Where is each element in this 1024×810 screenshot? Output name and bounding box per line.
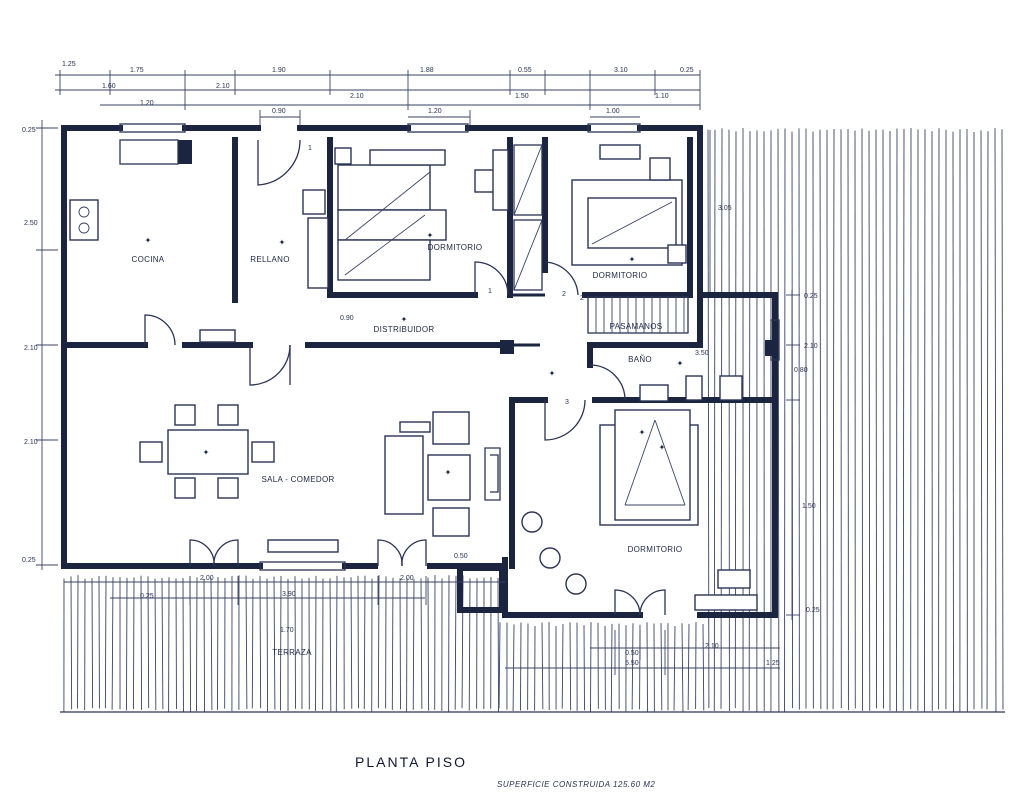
dim-top-14: 0.90 bbox=[272, 108, 286, 115]
dim-bottom-8: 0.50 bbox=[454, 553, 468, 560]
label-terraza: TERRAZA bbox=[272, 648, 312, 657]
label-dormitorio-3: DORMITORIO bbox=[628, 545, 683, 554]
door-num-5: 2 bbox=[580, 295, 584, 302]
dim-bottom-1: 2.00 bbox=[200, 575, 214, 582]
dim-top-15: 1.20 bbox=[428, 108, 442, 115]
label-dormitorio-1: DORMITORIO bbox=[428, 243, 483, 252]
label-pasamanos: PASAMANOS bbox=[610, 322, 663, 331]
dim-top-3: 1.90 bbox=[272, 67, 286, 74]
dim-top-7: 0.25 bbox=[680, 67, 694, 74]
dim-top-10: 2.10 bbox=[350, 93, 364, 100]
dim-bottom-3: 3.90 bbox=[282, 591, 296, 598]
dim-right-2: 0.25 bbox=[804, 293, 818, 300]
label-cocina: COCINA bbox=[132, 255, 165, 264]
dim-top-1: 1.25 bbox=[62, 61, 76, 68]
right-dimension-lines: 3.05 0.25 2.10 0.80 1.50 0.25 bbox=[710, 130, 820, 620]
dim-left-4: 2.10 bbox=[24, 439, 38, 446]
dim-top-11: 1.50 bbox=[515, 93, 529, 100]
svg-text:✦: ✦ bbox=[629, 255, 636, 264]
furniture bbox=[70, 145, 757, 610]
plan-subtitle: SUPERFICIE CONSTRUIDA 125.60 M2 bbox=[497, 780, 655, 789]
dim-top-16: 1.00 bbox=[606, 108, 620, 115]
svg-text:✦: ✦ bbox=[549, 369, 556, 378]
door-num-3: 3 bbox=[565, 399, 569, 406]
label-sala-comedor: SALA - COMEDOR bbox=[261, 475, 334, 484]
svg-text:✦: ✦ bbox=[677, 359, 684, 368]
door-num-1: 1 bbox=[488, 288, 492, 295]
svg-text:✦: ✦ bbox=[145, 236, 152, 245]
dim-right-3: 2.10 bbox=[804, 343, 818, 350]
dim-top-6: 3.10 bbox=[614, 67, 628, 74]
dim-top-8: 1.60 bbox=[102, 83, 116, 90]
dim-top-4: 1.88 bbox=[420, 67, 434, 74]
label-rellano: RELLANO bbox=[250, 255, 289, 264]
dim-misc-3: 3.50 bbox=[695, 350, 709, 357]
dim-bottom-2: 2.00 bbox=[400, 575, 414, 582]
dim-left-2: 2.50 bbox=[24, 220, 38, 227]
label-bano: BAÑO bbox=[628, 355, 652, 364]
dim-top-12: 1.10 bbox=[655, 93, 669, 100]
svg-text:✦: ✦ bbox=[659, 443, 666, 452]
svg-text:✦: ✦ bbox=[445, 468, 452, 477]
dim-bottom-4: 1.70 bbox=[280, 627, 294, 634]
label-dormitorio-2: DORMITORIO bbox=[593, 271, 648, 280]
dim-top-5: 0.55 bbox=[518, 67, 532, 74]
dim-top-13: 1.20 bbox=[140, 100, 154, 107]
svg-text:✦: ✦ bbox=[203, 448, 210, 457]
dim-bottom-7: 1.25 bbox=[766, 660, 780, 667]
dim-right-6: 0.25 bbox=[806, 607, 820, 614]
left-dimension-lines: 0.25 2.50 2.10 2.10 0.25 bbox=[22, 120, 58, 570]
dim-left-5: 0.25 bbox=[22, 557, 36, 564]
svg-text:✦: ✦ bbox=[639, 428, 646, 437]
exterior-hatching-right bbox=[708, 128, 1003, 712]
plan-title: PLANTA PISO bbox=[355, 754, 467, 770]
dim-misc-1: 0.90 bbox=[340, 315, 354, 322]
dim-bottom-6: 2.10 bbox=[705, 643, 719, 650]
dim-misc-2: 0.50 bbox=[625, 650, 639, 657]
door-num-2: 2 bbox=[562, 291, 566, 298]
dim-misc-4: 0.25 bbox=[140, 593, 154, 600]
dim-bottom-5: 5.50 bbox=[625, 660, 639, 667]
top-dimension-lines: 1.25 1.75 1.90 1.88 0.55 3.10 0.25 1.60 … bbox=[55, 61, 700, 125]
dim-right-5: 1.50 bbox=[802, 503, 816, 510]
svg-text:✦: ✦ bbox=[427, 231, 434, 240]
door-num-4: 1 bbox=[308, 145, 312, 152]
label-distribuidor: DISTRIBUIDOR bbox=[374, 325, 435, 334]
terrace-hatching bbox=[60, 575, 1005, 712]
dim-left-1: 0.25 bbox=[22, 127, 36, 134]
dim-right-1: 3.05 bbox=[718, 205, 732, 212]
dim-top-9: 2.10 bbox=[216, 83, 230, 90]
dim-top-2: 1.75 bbox=[130, 67, 144, 74]
svg-text:✦: ✦ bbox=[279, 238, 286, 247]
dim-right-4: 0.80 bbox=[794, 367, 808, 374]
svg-text:✦: ✦ bbox=[401, 315, 408, 324]
dim-left-3: 2.10 bbox=[24, 345, 38, 352]
